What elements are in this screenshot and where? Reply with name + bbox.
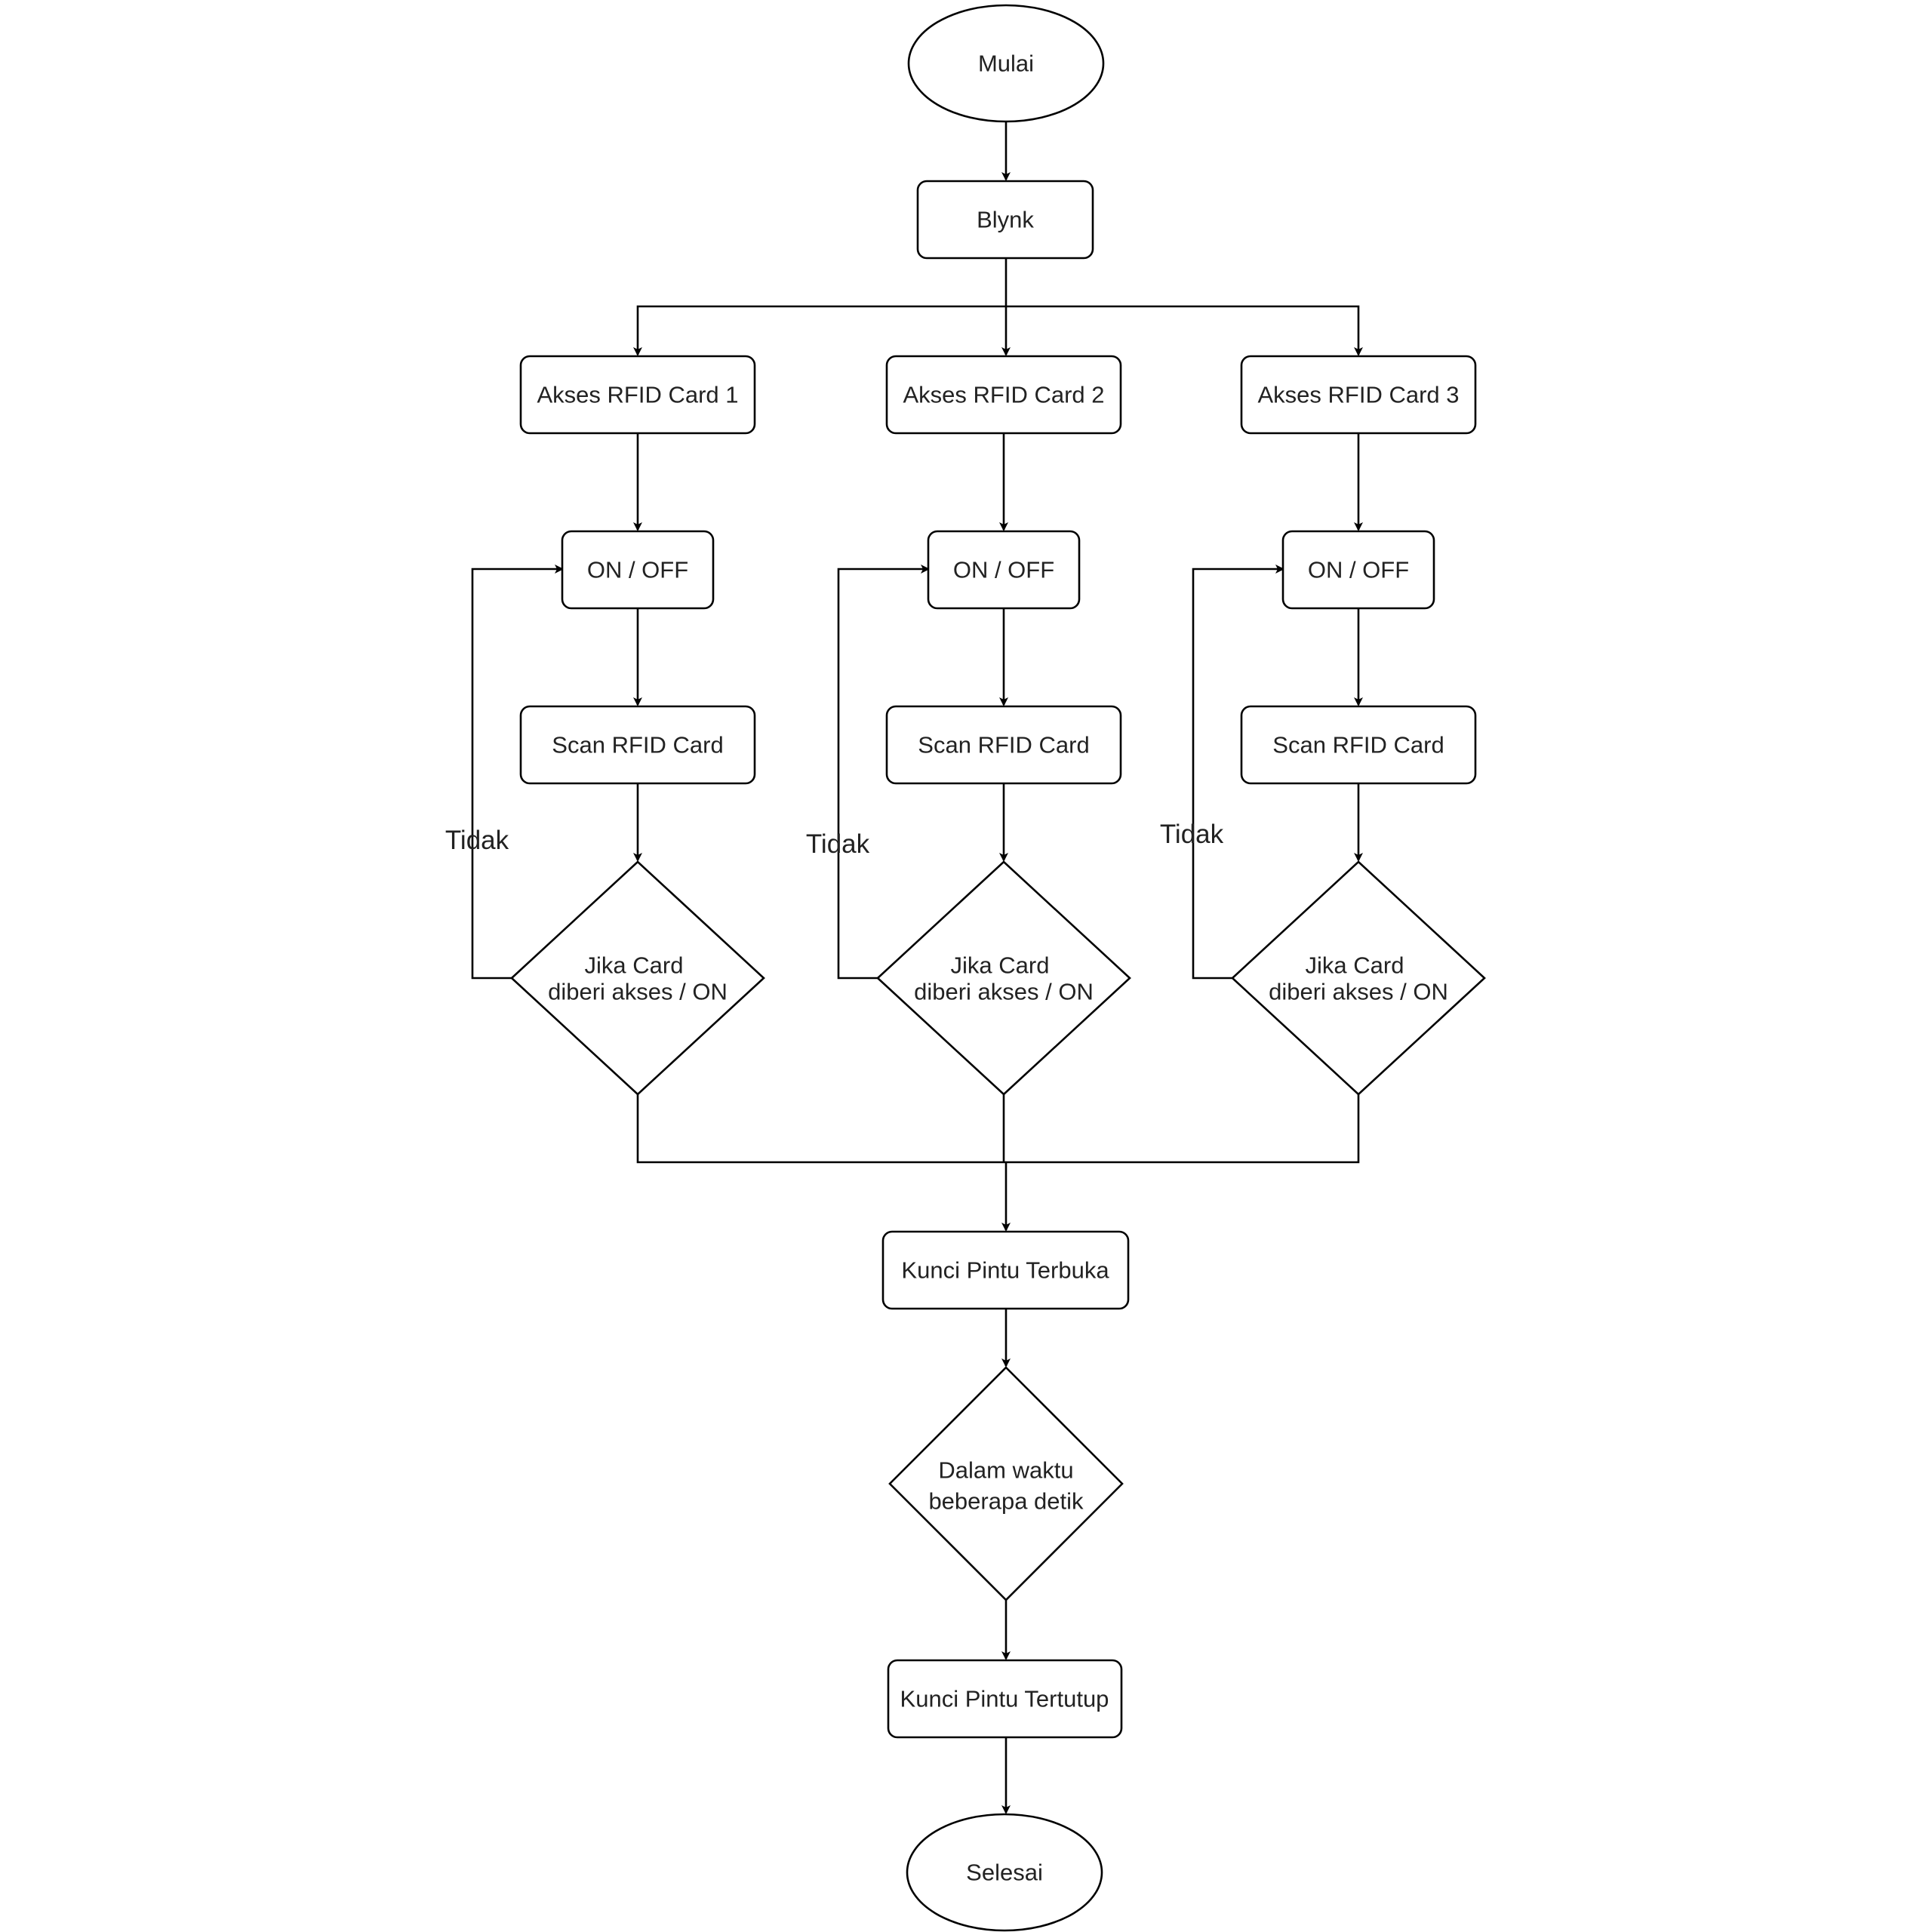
edge-decision-3-no-loop bbox=[1192, 565, 1284, 980]
access-card-1-process: Akses RFID Card 1 bbox=[519, 355, 756, 435]
scan-3-process: Scan RFID Card bbox=[1240, 705, 1477, 785]
edge-blynk-to-access-1 bbox=[633, 305, 1006, 356]
toggle-3-label: ON / OFF bbox=[1308, 557, 1409, 583]
edge-decision-1-no-loop bbox=[471, 565, 564, 980]
edge-labels: Tidak Tidak Tidak bbox=[445, 820, 1224, 859]
decision-2: Jika Card diberi akses / ON bbox=[876, 860, 1131, 1096]
edge-label-no-1: Tidak bbox=[445, 826, 509, 855]
edges bbox=[471, 122, 1363, 1814]
access-card-2-process: Akses RFID Card 2 bbox=[885, 355, 1122, 435]
blynk-process: Blynk bbox=[916, 180, 1094, 260]
decision-3-label-line-1: Jika Card bbox=[1306, 952, 1404, 979]
access-card-3-label: Akses RFID Card 3 bbox=[1257, 382, 1459, 408]
edge-decision-2-no-loop bbox=[837, 565, 930, 980]
decision-1: Jika Card diberi akses / ON bbox=[510, 860, 765, 1096]
access-card-2-label: Akses RFID Card 2 bbox=[903, 382, 1104, 408]
decision-2-label-line-1: Jika Card bbox=[951, 952, 1050, 979]
decision-3: Jika Card diberi akses / ON bbox=[1231, 860, 1486, 1096]
scan-1-process: Scan RFID Card bbox=[519, 705, 756, 785]
scan-1-label: Scan RFID Card bbox=[552, 732, 723, 758]
unlock-label: Kunci Pintu Terbuka bbox=[901, 1257, 1109, 1284]
toggle-2-process: ON / OFF bbox=[927, 530, 1081, 610]
end-terminator: Selesai bbox=[906, 1813, 1103, 1932]
decision-1-label-line-2: diberi akses / ON bbox=[548, 979, 728, 1005]
unlock-process: Kunci Pintu Terbuka bbox=[881, 1230, 1130, 1310]
nodes: Mulai Blynk Akses RFID Card 1 Akses RFID… bbox=[510, 4, 1486, 1932]
edge-decision-1-yes bbox=[636, 1094, 1006, 1164]
scan-2-label: Scan RFID Card bbox=[918, 732, 1089, 758]
blynk-label: Blynk bbox=[977, 207, 1034, 233]
toggle-1-process: ON / OFF bbox=[561, 530, 715, 610]
scan-3-label: Scan RFID Card bbox=[1272, 732, 1444, 758]
toggle-3-process: ON / OFF bbox=[1281, 530, 1435, 610]
edge-label-no-2: Tidak bbox=[806, 829, 870, 859]
edge-blynk-to-access-3 bbox=[1006, 305, 1363, 356]
scan-2-process: Scan RFID Card bbox=[885, 705, 1122, 785]
start-terminator: Mulai bbox=[907, 4, 1105, 123]
edge-label-no-3: Tidak bbox=[1160, 820, 1224, 849]
end-label: Selesai bbox=[966, 1860, 1043, 1886]
edge-decision-3-yes bbox=[1006, 1094, 1360, 1164]
start-label: Mulai bbox=[978, 51, 1034, 77]
decision-3-label-line-2: diberi akses / ON bbox=[1269, 979, 1448, 1005]
access-card-1-label: Akses RFID Card 1 bbox=[537, 382, 738, 408]
wait-label-line-2: beberapa detik bbox=[928, 1488, 1084, 1515]
wait-label-line-1: Dalam waktu bbox=[938, 1457, 1073, 1484]
access-card-3-process: Akses RFID Card 3 bbox=[1240, 355, 1477, 435]
wait-decision: Dalam waktu beberapa detik bbox=[888, 1366, 1124, 1601]
decision-1-label-line-1: Jika Card bbox=[585, 952, 684, 979]
lock-process: Kunci Pintu Tertutup bbox=[887, 1659, 1123, 1739]
toggle-1-label: ON / OFF bbox=[587, 557, 688, 583]
toggle-2-label: ON / OFF bbox=[953, 557, 1054, 583]
lock-label: Kunci Pintu Tertutup bbox=[900, 1686, 1109, 1712]
decision-2-label-line-2: diberi akses / ON bbox=[914, 979, 1094, 1005]
